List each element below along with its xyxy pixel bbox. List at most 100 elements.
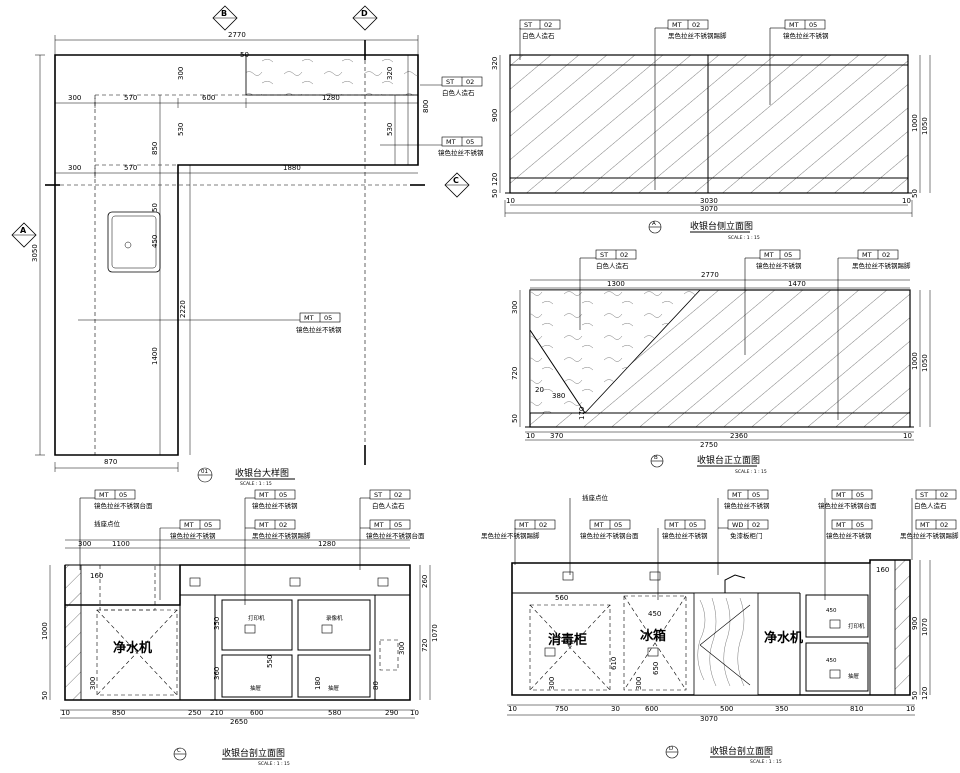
sectc-dim-300: 300 (78, 540, 91, 548)
side-dim-10a: 10 (506, 197, 515, 205)
svg-text:D: D (669, 746, 673, 752)
sectc-dim-850: 850 (112, 709, 125, 717)
dim-300v: 300 (177, 67, 185, 80)
section-mark-c: C (444, 172, 470, 198)
side-dim-50: 50 (491, 189, 499, 198)
svg-text:消毒柜: 消毒柜 (548, 632, 587, 648)
svg-text:B: B (221, 9, 227, 18)
sectd-dim-810: 810 (850, 705, 863, 713)
svg-text:净水机: 净水机 (764, 630, 803, 646)
side-dim-10b: 10 (902, 197, 911, 205)
section-mark-a: A (11, 222, 37, 248)
svg-text:镜色拉丝不锈钢: 镜色拉丝不锈钢 (826, 531, 872, 540)
svg-text:02: 02 (882, 251, 890, 259)
svg-text:MT: MT (920, 521, 930, 529)
svg-text:02: 02 (940, 491, 948, 499)
side-dim-1050: 1050 (921, 117, 929, 135)
svg-text:收银台大样图: 收银台大样图 (235, 467, 289, 479)
sectd-dim-10a: 10 (508, 705, 517, 713)
sectc-dim-250: 250 (188, 709, 201, 717)
side-dim-320: 320 (491, 57, 499, 70)
svg-text:ST: ST (600, 251, 608, 259)
svg-text:SCALE : 1 : 15: SCALE : 1 : 15 (728, 235, 760, 241)
sectc-dim-1000: 1000 (41, 622, 49, 640)
svg-text:镜色拉丝不锈钢: 镜色拉丝不锈钢 (438, 148, 484, 157)
dim-530: 530 (177, 123, 185, 136)
front-dim-300: 300 (511, 301, 519, 314)
front-dim-2770: 2770 (701, 271, 719, 279)
svg-text:02: 02 (394, 491, 402, 499)
svg-text:镜色拉丝不锈钢: 镜色拉丝不锈钢 (783, 31, 829, 40)
svg-text:05: 05 (752, 491, 760, 499)
front-dim-720: 720 (511, 367, 519, 380)
svg-text:D: D (361, 9, 368, 18)
svg-text:镜色拉丝不锈钢: 镜色拉丝不锈钢 (662, 531, 708, 540)
sectd-tag-mt02: MT 02 黑色拉丝不锈钢踢脚 (481, 519, 556, 565)
svg-text:05: 05 (119, 491, 127, 499)
svg-text:05: 05 (204, 521, 212, 529)
sectd-tag-mt05c: MT 05 镜色拉丝不锈钢 (717, 489, 770, 575)
svg-text:ST: ST (524, 21, 532, 29)
side-dim-900: 900 (491, 109, 499, 122)
dim-300b: 300 (68, 164, 81, 172)
dim-850: 850 (151, 142, 159, 155)
svg-text:插座点位: 插座点位 (582, 493, 609, 502)
svg-text:SCALE : 1 : 15: SCALE : 1 : 15 (750, 759, 782, 765)
front-dim-170: 170 (578, 407, 586, 420)
side-dim-1000: 1000 (911, 114, 919, 132)
sectd-dim-600: 600 (645, 705, 658, 713)
svg-text:镜色拉丝不锈钢: 镜色拉丝不锈钢 (724, 501, 770, 510)
sectc-dim-50: 50 (41, 691, 49, 700)
sectc-dim-160: 160 (90, 572, 103, 580)
svg-text:插座点位: 插座点位 (94, 519, 121, 528)
svg-text:WD: WD (732, 521, 743, 529)
sectd-dim-3070: 3070 (700, 715, 718, 723)
side-tag-mt05: MT 05 镜色拉丝不锈钢 (769, 19, 829, 105)
svg-text:05: 05 (689, 521, 697, 529)
svg-text:白色人造石: 白色人造石 (914, 501, 947, 510)
svg-text:02: 02 (692, 21, 700, 29)
svg-text:MT: MT (99, 491, 109, 499)
svg-text:05: 05 (614, 521, 622, 529)
svg-text:05: 05 (784, 251, 792, 259)
svg-text:MT: MT (764, 251, 774, 259)
svg-text:MT: MT (446, 138, 456, 146)
dim-50b: 50 (240, 51, 249, 59)
sectd-fridge (623, 595, 687, 691)
svg-text:01: 01 (201, 469, 208, 475)
plan-view: 2770 300 570 600 1280 300 570 1880 870 3… (11, 5, 484, 487)
svg-text:02: 02 (539, 521, 547, 529)
front-tag-mt02: MT 02 黑色拉丝不锈钢踢脚 (837, 249, 911, 420)
dim-2220: 2220 (179, 300, 187, 318)
sectc-dim-580: 580 (328, 709, 341, 717)
dim-320: 320 (386, 67, 394, 80)
sectc-cabinet-recorder (297, 599, 371, 651)
sectc-dim-10a: 10 (61, 709, 70, 717)
sectc-tag-mt05a: MT 05 镜色拉丝不锈钢台面 插座点位 (79, 489, 153, 570)
front-dim-2360: 2360 (730, 432, 748, 440)
sectd-dim-900: 900 (911, 617, 919, 630)
sectd-tag-mt05d: MT 05 镜色拉丝不锈钢台面 (818, 489, 877, 600)
svg-text:黑色拉丝不锈钢踢脚: 黑色拉丝不锈钢踢脚 (668, 31, 727, 40)
sectc-dim-1100: 1100 (112, 540, 130, 548)
side-body (509, 54, 909, 194)
sectd-dim-30: 30 (611, 705, 620, 713)
svg-text:黑色拉丝不锈钢踢脚: 黑色拉丝不锈钢踢脚 (852, 261, 911, 270)
sectd-dim-450: 450 (648, 610, 661, 618)
sectc-dim-2650: 2650 (230, 718, 248, 726)
svg-text:净水机: 净水机 (113, 640, 152, 656)
sectd-tag-mt02b: MT 02 黑色拉丝不锈钢踢脚 (900, 519, 959, 540)
sectd-dim-10b: 10 (906, 705, 915, 713)
svg-text:MT: MT (259, 521, 269, 529)
front-dim-380: 380 (552, 392, 565, 400)
svg-text:SCALE : 1 : 15: SCALE : 1 : 15 (240, 481, 272, 487)
side-tag-st02: ST 02 白色人造石 (519, 19, 561, 60)
section-d: 消毒柜 冰箱 净水机 打印机 抽屉 560 610 450 650 300 (481, 489, 959, 765)
svg-text:MT: MT (836, 521, 846, 529)
sectc-dim-550: 550 (266, 655, 274, 668)
sectd-tag-mt05a: MT 05 镜色拉丝不锈钢台面 (580, 519, 639, 540)
svg-text:05: 05 (466, 138, 474, 146)
svg-text:05: 05 (279, 491, 287, 499)
svg-text:冰箱: 冰箱 (640, 628, 666, 644)
svg-text:MT: MT (672, 21, 682, 29)
